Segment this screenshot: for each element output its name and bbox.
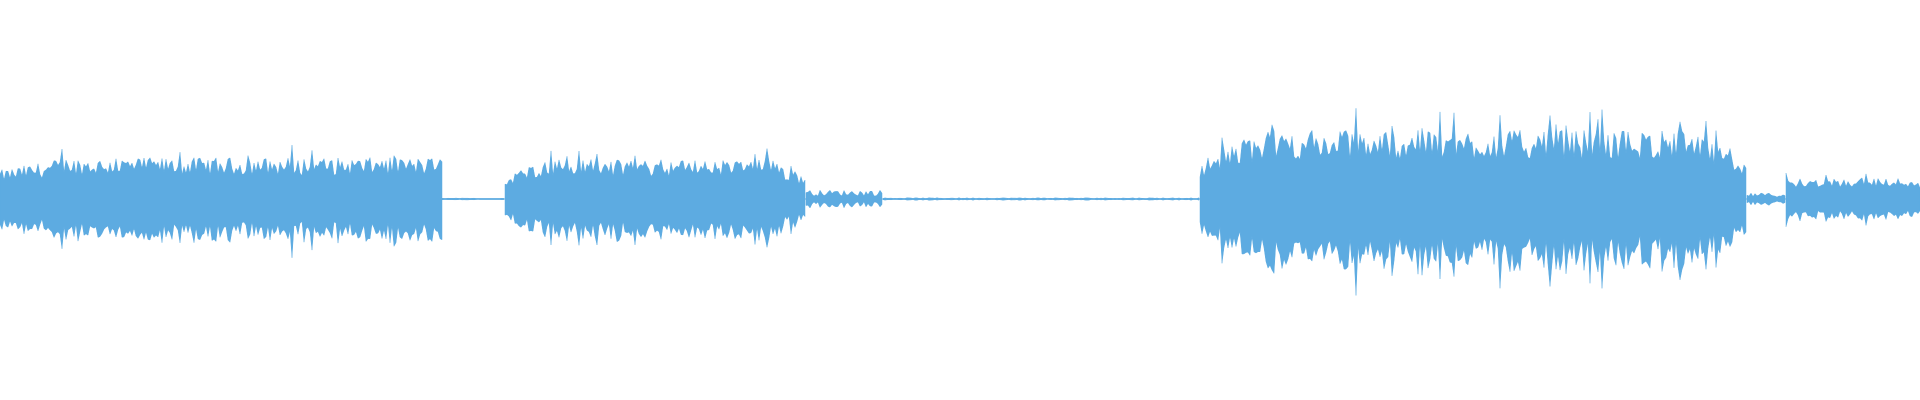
waveform-burst-1	[0, 145, 443, 258]
waveform-burst-3	[1199, 108, 1747, 296]
waveform-burst-2	[504, 148, 806, 248]
waveform-burst-4	[1785, 173, 1920, 227]
